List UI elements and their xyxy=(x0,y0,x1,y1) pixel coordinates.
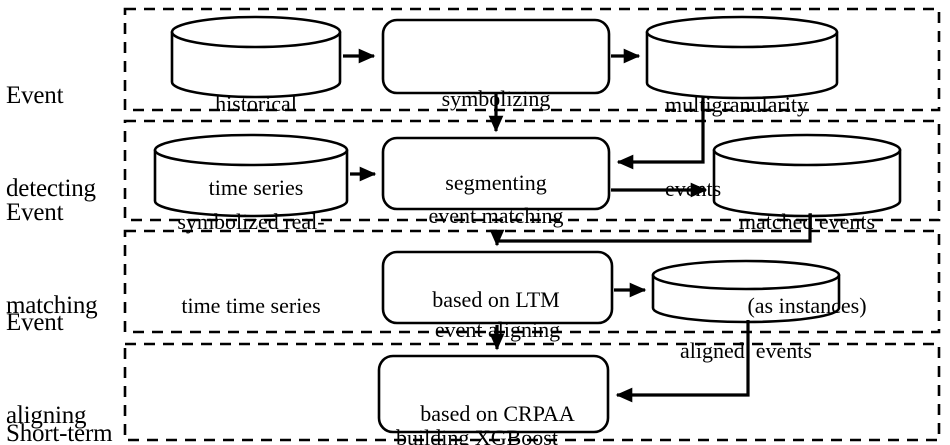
edge-multigranularity-to-event-matching xyxy=(616,96,705,170)
stage-label-line1: Event xyxy=(6,199,64,226)
node-shape-historical-time-series xyxy=(170,15,342,99)
stage-box-event-matching xyxy=(123,119,941,222)
stage-label-event-detecting: Event detecting xyxy=(6,18,96,266)
node-shape-multigranularity-events xyxy=(645,15,839,100)
node-shape-symbolizing-segmenting xyxy=(381,18,611,95)
stage-label-line1: Event xyxy=(6,82,64,109)
edge-aligned-events-to-xgboost xyxy=(615,320,750,403)
stage-label-line1: Short-term xyxy=(6,420,113,445)
node-shape-building-xgboost-model xyxy=(377,354,610,434)
stage-label-event-matching: Event matching xyxy=(6,135,98,383)
stage-label-line1: Event xyxy=(6,309,64,336)
stage-box-short-term-prediction xyxy=(123,342,941,442)
stage-box-event-aligning xyxy=(123,229,941,334)
node-shape-aligned-events xyxy=(651,259,841,324)
stage-label-short-term-prediction: Short-term prediction xyxy=(6,356,113,445)
stage-label-event-aligning: Event aligning xyxy=(6,245,87,445)
node-shape-event-matching-ltm xyxy=(381,136,611,211)
stage-label-line2: matching xyxy=(6,292,98,319)
node-shape-matched-events xyxy=(712,133,902,218)
stage-box-event-detecting xyxy=(123,7,941,112)
stage-label-line2: aligning xyxy=(6,402,87,429)
edge-matched-events-to-event-aligning xyxy=(489,214,812,247)
node-shape-event-aligning-crpaa xyxy=(381,250,614,325)
node-shape-symbolized-realtime-series xyxy=(153,133,349,218)
stage-label-line2: detecting xyxy=(6,175,96,202)
